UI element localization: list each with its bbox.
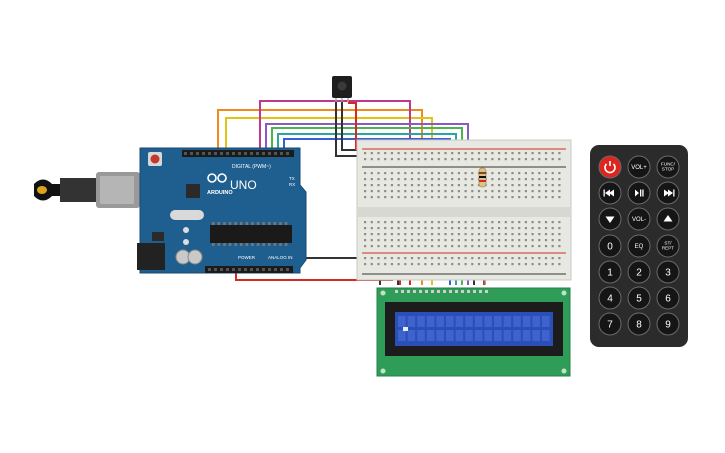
remote-button-label: 1 bbox=[607, 268, 613, 279]
remote-button-eq[interactable]: EQ bbox=[627, 234, 651, 258]
remote-button-up[interactable] bbox=[656, 207, 680, 231]
remote-button-label: 3 bbox=[665, 268, 671, 279]
remote-button-3[interactable]: 3 bbox=[656, 260, 680, 284]
play-pause-icon bbox=[635, 189, 644, 197]
capacitor-2 bbox=[187, 249, 203, 265]
remote-button-label: 0 bbox=[607, 242, 613, 253]
usb-chip bbox=[186, 184, 200, 198]
remote-button-label: 7 bbox=[607, 320, 613, 331]
digital-header-label: DIGITAL (PWM~) bbox=[232, 164, 271, 170]
arduino-logo: ARDUINO bbox=[207, 173, 233, 196]
remote-button-label: VOL- bbox=[632, 217, 646, 223]
remote-button-label: 6 bbox=[665, 294, 671, 305]
remote-button-1[interactable]: 1 bbox=[598, 260, 622, 284]
ir-receiver-sensor[interactable] bbox=[332, 76, 352, 102]
arduino-brand-text: ARDUINO bbox=[207, 190, 233, 196]
remote-button-func-stop[interactable]: FUNC/STOP bbox=[656, 155, 680, 179]
remote-button-vol-[interactable]: VOL- bbox=[627, 207, 651, 231]
remote-button-2[interactable]: 2 bbox=[627, 260, 651, 284]
remote-button-label: ST/ bbox=[664, 241, 672, 246]
wire-ir-vcc bbox=[348, 100, 357, 150]
remote-button-label: REPT bbox=[662, 246, 674, 251]
remote-button-label: FUNC/ bbox=[661, 162, 676, 167]
lcd-16x2-display[interactable] bbox=[376, 287, 571, 377]
remote-button-label: EQ bbox=[635, 244, 644, 250]
remote-button-6[interactable]: 6 bbox=[656, 286, 680, 310]
atmega-chip bbox=[210, 225, 292, 243]
crystal bbox=[170, 210, 204, 220]
arduino-model-text: UNO bbox=[230, 178, 257, 192]
wire-ir-gnd bbox=[335, 100, 365, 157]
remote-button-play-pause[interactable] bbox=[627, 181, 651, 205]
analog-header-label: ANALOG IN bbox=[268, 255, 293, 260]
remote-button-4[interactable]: 4 bbox=[598, 286, 622, 310]
prev-icon bbox=[603, 189, 614, 197]
remote-button-next[interactable] bbox=[656, 181, 680, 205]
remote-button-down[interactable] bbox=[598, 207, 622, 231]
ir-remote-control[interactable]: VOL+ FUNC/STOP VOL- 0 EQ ST/REPT 1 2 3 4 5 6 7 8 9 bbox=[590, 145, 688, 347]
remote-button-label: 8 bbox=[636, 320, 642, 331]
resistor[interactable] bbox=[478, 167, 487, 188]
remote-button-9[interactable]: 9 bbox=[656, 312, 680, 336]
rx-label: RX bbox=[289, 182, 295, 187]
remote-button-power[interactable] bbox=[598, 155, 622, 179]
remote-button-label: STOP bbox=[662, 167, 674, 172]
remote-button-vol-[interactable]: VOL+ bbox=[627, 155, 651, 179]
remote-button-5[interactable]: 5 bbox=[627, 286, 651, 310]
remote-button-8[interactable]: 8 bbox=[627, 312, 651, 336]
down-icon bbox=[605, 216, 615, 223]
remote-button-7[interactable]: 7 bbox=[598, 312, 622, 336]
next-icon bbox=[664, 189, 675, 197]
arduino-uno-board[interactable]: DIGITAL (PWM~) TX RX ARDUINO UNO POWER A… bbox=[137, 147, 307, 274]
remote-button-label: 2 bbox=[636, 268, 642, 279]
remote-button-label: 9 bbox=[665, 320, 671, 331]
remote-button-0[interactable]: 0 bbox=[598, 234, 622, 258]
usb-cable bbox=[34, 172, 140, 208]
power-icon bbox=[604, 161, 616, 174]
power-analog-header bbox=[205, 266, 293, 273]
breadboard[interactable] bbox=[356, 139, 572, 281]
remote-button-label: VOL+ bbox=[631, 165, 647, 171]
remote-button-st-rept[interactable]: ST/REPT bbox=[656, 234, 680, 258]
remote-button-label: 5 bbox=[636, 294, 642, 305]
power-header-label: POWER bbox=[238, 255, 256, 260]
remote-button-prev[interactable] bbox=[598, 181, 622, 205]
remote-button-label: 4 bbox=[607, 294, 613, 305]
lcd-cursor bbox=[403, 327, 408, 331]
up-icon bbox=[663, 215, 673, 222]
dc-barrel-jack bbox=[137, 243, 165, 270]
tx-label: TX bbox=[289, 176, 295, 181]
